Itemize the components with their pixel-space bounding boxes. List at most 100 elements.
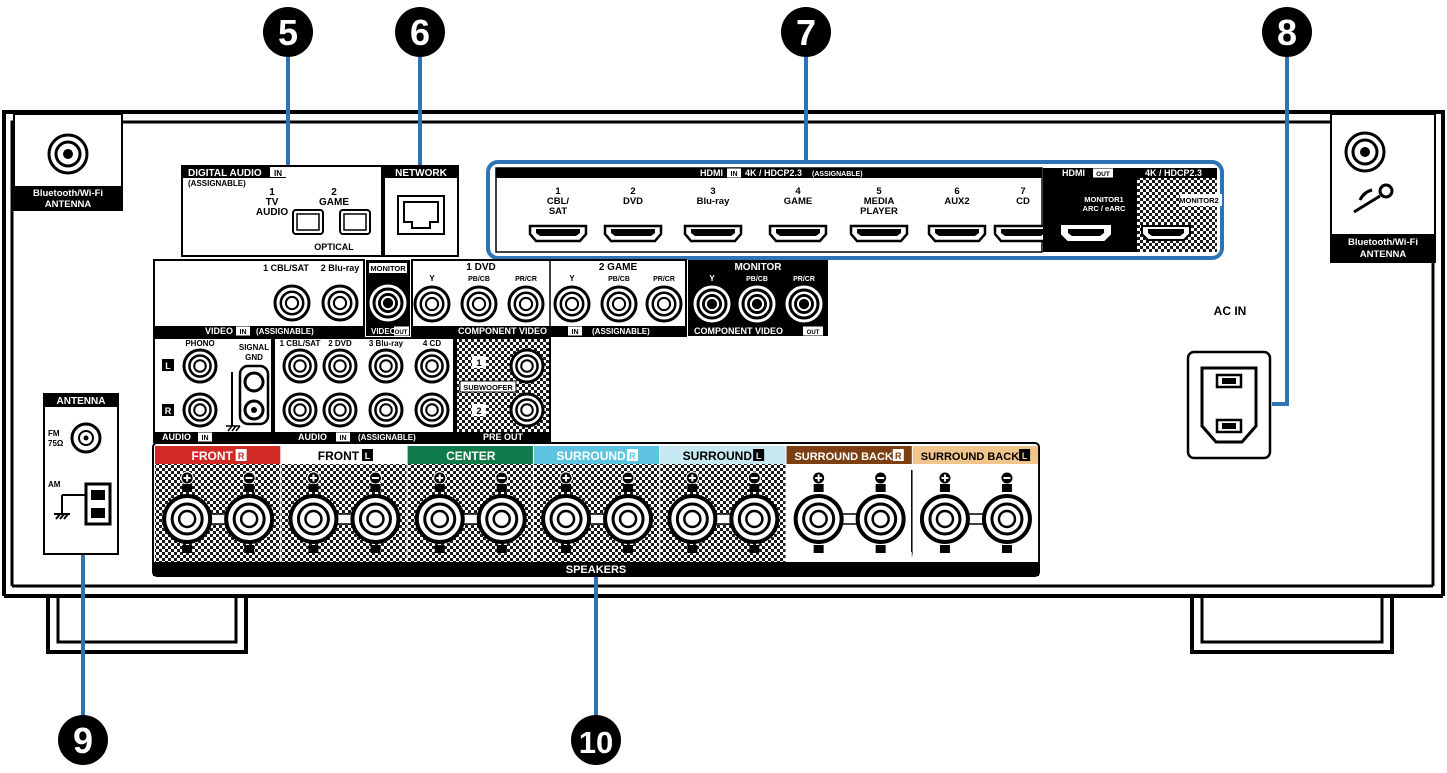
svg-text:(ASSIGNABLE): (ASSIGNABLE) (188, 179, 246, 188)
svg-text:1: 1 (269, 187, 275, 198)
channel-badge-letter: L (365, 451, 371, 461)
ac-in: AC IN (1186, 304, 1272, 460)
svg-text:FM: FM (48, 429, 60, 438)
svg-text:2: 2 (331, 187, 337, 198)
audio-in-jack (322, 392, 358, 428)
svg-text:Bluetooth/Wi-Fi: Bluetooth/Wi-Fi (33, 188, 103, 199)
svg-text:7: 7 (796, 12, 816, 53)
component-in-jack (600, 285, 638, 323)
hdmi-input-label: GAME (784, 196, 813, 207)
svg-text:COMPONENT VIDEO: COMPONENT VIDEO (458, 326, 547, 336)
svg-text:NETWORK: NETWORK (395, 168, 447, 179)
audio-in-jack (414, 348, 450, 384)
svg-text:SIGNAL: SIGNAL (239, 343, 269, 352)
svg-text:R: R (165, 406, 172, 416)
hdmi-input-label: 3 (710, 186, 715, 197)
svg-text:GND: GND (245, 353, 263, 362)
svg-text:Bluetooth/Wi-Fi: Bluetooth/Wi-Fi (1348, 237, 1418, 248)
hdmi-out-panel: HDMI OUT 4K / HDCP2.3 MONITOR1 ARC / eAR… (1043, 168, 1222, 252)
channel-badge (753, 449, 765, 461)
speaker-group-label: SURROUND BACK (794, 451, 892, 463)
svg-text:PB/CB: PB/CB (746, 276, 768, 283)
svg-text:SUBWOOFER: SUBWOOFER (463, 383, 513, 392)
rca-jacks (182, 284, 823, 428)
svg-text:Y: Y (429, 274, 435, 283)
callout-8: 8 (1262, 7, 1312, 57)
svg-text:ANTENNA: ANTENNA (45, 199, 92, 210)
svg-text:ANTENNA: ANTENNA (1360, 249, 1407, 260)
svg-text:OPTICAL: OPTICAL (314, 242, 354, 252)
channel-badge-letter: L (756, 451, 762, 461)
svg-text:Y: Y (709, 274, 715, 283)
speaker-group-label: SURROUND (556, 449, 626, 463)
svg-text:IN: IN (340, 435, 347, 442)
hdmi-input-label: AUX2 (944, 196, 969, 207)
callout-10: 10 (571, 715, 621, 765)
chassis (2, 110, 1445, 654)
speaker-group-3: CENTER (407, 446, 533, 562)
svg-text:ARC / eARC: ARC / eARC (1083, 204, 1127, 213)
channel-badge-letter: L (1022, 451, 1028, 461)
svg-text:MONITOR: MONITOR (734, 262, 782, 273)
svg-text:1 CBL/SAT: 1 CBL/SAT (280, 339, 321, 348)
bt-antenna-right: Bluetooth/Wi-Fi ANTENNA (1330, 113, 1436, 263)
svg-text:4K / HDCP2.3: 4K / HDCP2.3 (745, 168, 802, 178)
callout-6: 6 (395, 7, 445, 57)
antenna-panel: ANTENNA FM 75Ω AM (43, 393, 119, 555)
svg-text:IN: IN (240, 329, 247, 336)
svg-text:(ASSIGNABLE): (ASSIGNABLE) (592, 327, 650, 336)
phono-jack (182, 348, 218, 384)
svg-text:75Ω: 75Ω (48, 439, 64, 448)
channel-badge (235, 449, 247, 461)
audio-in-jack (368, 392, 404, 428)
subwoofer-pre-out-jack (509, 348, 545, 384)
audio-phono-panel: AUDIO IN PHONO L R SIGNAL GND (153, 337, 273, 443)
svg-text:GAME: GAME (319, 197, 349, 208)
component-out-jack (738, 285, 776, 323)
component-in-jack (553, 285, 591, 323)
component-out-jack (693, 285, 731, 323)
svg-text:2 GAME: 2 GAME (599, 262, 638, 273)
svg-text:AUDIO: AUDIO (298, 432, 327, 442)
hdmi-input-label: CD (1016, 196, 1030, 207)
callout-5: 5 (263, 7, 313, 57)
channel-badge-letter: R (238, 451, 245, 461)
svg-text:MONITOR1: MONITOR1 (1084, 195, 1123, 204)
subwoofer-pre-out-jack (509, 392, 545, 428)
svg-text:(ASSIGNABLE): (ASSIGNABLE) (256, 327, 314, 336)
svg-text:IN: IN (274, 169, 282, 178)
component-in-jack (413, 285, 451, 323)
speaker-group-header (407, 446, 533, 464)
svg-text:PHONO: PHONO (185, 339, 214, 348)
svg-text:2 Blu-ray: 2 Blu-ray (321, 263, 360, 273)
svg-text:ASSIGNABLE: ASSIGNABLE (889, 552, 935, 559)
svg-text:10: 10 (579, 725, 613, 760)
svg-text:HDMI: HDMI (700, 168, 723, 178)
svg-text:MONITOR2: MONITOR2 (1179, 196, 1218, 205)
svg-text:AUDIO: AUDIO (162, 432, 191, 442)
svg-text:IN: IN (731, 171, 738, 178)
video-out-jack (369, 284, 407, 322)
svg-text:ANTENNA: ANTENNA (57, 396, 106, 407)
svg-text:PR/CR: PR/CR (653, 276, 675, 283)
svg-text:6: 6 (410, 12, 430, 53)
svg-text:PR/CR: PR/CR (793, 276, 815, 283)
svg-text:OUT: OUT (807, 330, 820, 336)
svg-text:2: 2 (476, 406, 481, 416)
svg-text:1 DVD: 1 DVD (466, 262, 495, 273)
svg-text:IN: IN (572, 329, 579, 336)
svg-text:PRE OUT: PRE OUT (483, 432, 524, 442)
svg-text:TV: TV (266, 197, 279, 208)
component-in-jack (460, 285, 498, 323)
svg-text:(ASSIGNABLE): (ASSIGNABLE) (812, 171, 863, 178)
callout-lines (81, 50, 1289, 722)
hdmi-inputs: 1CBL/SAT2DVD3Blu-ray4GAME5MEDIAPLAYER6AU… (528, 186, 1053, 243)
channel-badge-letter: R (629, 451, 636, 461)
channel-badge (1019, 449, 1031, 461)
